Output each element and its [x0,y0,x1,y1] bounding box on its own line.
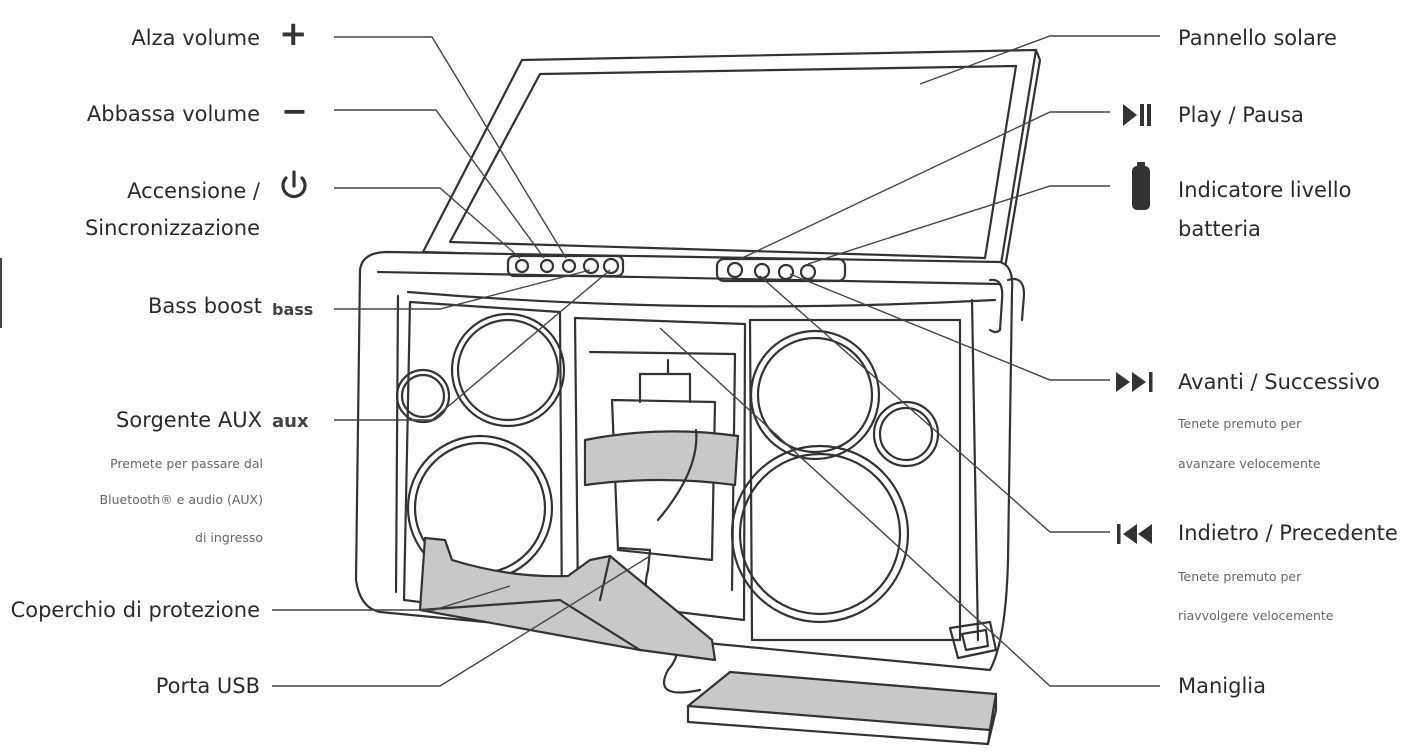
previous-note-line1: Tenete premuto per [1178,569,1302,584]
label-power-line2: Sincronizzazione [84,216,260,240]
aux-icon: aux [272,411,309,432]
previous-note-line2: riavvolgere velocemente [1178,608,1334,623]
label-handle: Maniglia [1178,674,1266,698]
play-pause-icon [1123,104,1151,126]
label-battery-line2: batteria [1178,217,1261,241]
page-edge-mark [0,258,2,328]
label-previous: Indietro / Precedente [1178,521,1398,545]
bass-icon: bass [272,300,313,319]
aux-note-line1: Premete per passare dal [110,456,263,471]
label-battery-line1: Indicatore livello [1178,178,1352,202]
label-solar-panel: Pannello solare [1178,26,1337,50]
label-volume-up: Alza volume [131,26,260,50]
aux-note-line3: di ingresso [195,530,263,545]
aux-note-line2: Bluetooth® e audio (AUX) [99,492,263,507]
label-bass-boost: Bass boost [147,294,262,318]
next-note-line2: avanzare velocemente [1178,456,1321,471]
label-next: Avanti / Successivo [1178,370,1380,394]
label-usb-port: Porta USB [155,674,260,698]
label-protective-cover: Coperchio di protezione [10,598,260,622]
minus-icon: − [281,92,308,130]
label-volume-down: Abbassa volume [86,102,260,126]
next-note-line1: Tenete premuto per [1178,416,1302,431]
power-bank [686,670,998,746]
label-aux-source: Sorgente AUX [116,408,262,432]
label-power-line1: Accensione / [127,179,260,203]
solar-panel [421,48,1042,276]
svg-text:aux: aux [272,411,309,432]
previous-icon [1117,524,1152,544]
next-icon [1116,372,1153,392]
svg-text:bass: bass [272,300,313,319]
label-play-pause: Play / Pausa [1178,103,1304,127]
handle-bracket [948,620,998,660]
left-speaker-bay [395,300,566,622]
power-icon [281,170,307,199]
protective-cover [418,536,717,662]
battery-icon [1132,162,1150,210]
center-dock [573,316,747,622]
plus-icon: + [279,14,308,54]
leader-lines [272,35,1160,687]
